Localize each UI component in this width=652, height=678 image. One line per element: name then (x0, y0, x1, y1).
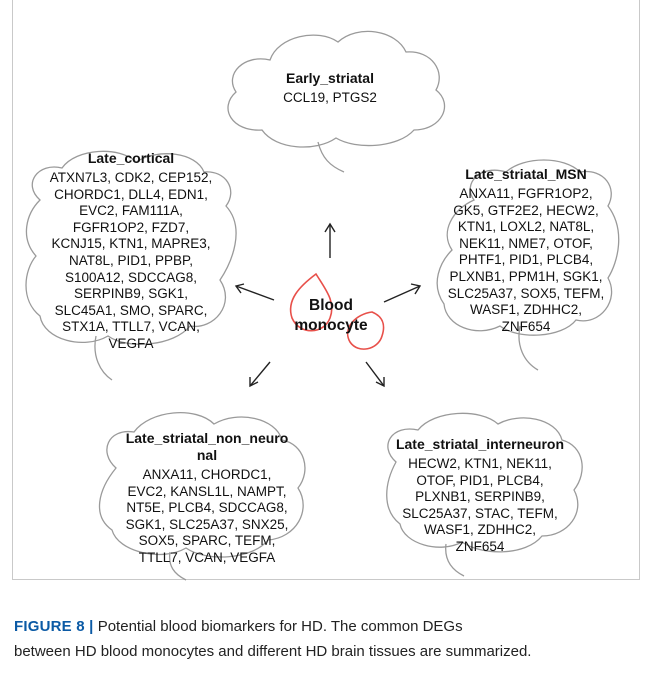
group-title: Late_striatal_non_neuro nal (100, 430, 314, 464)
gene-line: EVC2, KANSL1L, NAMPT, (127, 483, 287, 499)
figure-caption: FIGURE 8 | Potential blood biomarkers fo… (14, 614, 642, 664)
caption-line: between HD blood monocytes and different… (14, 643, 532, 660)
center-label-line: Blood (309, 297, 353, 314)
gene-line: TTLL7, VCAN, VEGFA (138, 549, 276, 565)
gene-line: WASF1, ZDHHC2, (423, 522, 536, 538)
gene-line: NAT8L, PID1, PPBP, (68, 252, 194, 268)
group-late-cortical: Late_cortical ATXN7L3, CDK2, CEP152, CHO… (20, 150, 242, 353)
arrow-down-left (249, 361, 271, 387)
group-late-striatal-msn: Late_striatal_MSN ANXA11, FGFR1OP2, GK5,… (428, 166, 624, 335)
brain-outline-late-cortical (25, 150, 237, 381)
group-title: Early_striatal (286, 70, 374, 86)
brain-outline-late-striatal-interneuron (386, 412, 583, 577)
gene-line: CHORDC1, DLL4, EDN1, (54, 186, 208, 202)
gene-line: ATXN7L3, CDK2, CEP152, (49, 170, 213, 185)
gene-line: OTOF, PID1, PLCB4, (416, 472, 544, 488)
group-title-line: Late_striatal_non_neuro (125, 430, 289, 446)
gene-line: NT5E, PLCB4, SDCCAG8, (126, 500, 288, 516)
gene-line: SGK1, SLC25A37, SNX25, (125, 516, 289, 532)
gene-line: KTN1, LOXL2, NAT8L, (457, 219, 595, 235)
caption-line: FIGURE 8 | Potential blood biomarkers fo… (14, 614, 642, 639)
brain-outline-late-striatal-msn (436, 159, 620, 371)
gene-line: SLC45A1, SMO, SPARC, (54, 302, 208, 318)
arrow-down-right (365, 361, 385, 387)
blood-cell-left-shape (289, 272, 333, 332)
group-late-striatal-interneuron: Late_striatal_interneuron HECW2, KTN1, N… (368, 436, 592, 556)
gene-line: SLC25A37, SOX5, TEFM, (447, 285, 605, 301)
gene-line: SLC25A37, STAC, TEFM, (402, 505, 558, 521)
gene-line: VEGFA (108, 335, 154, 351)
caption-text: Potential blood biomarkers for HD. The c… (93, 618, 463, 635)
group-early-striatal: Early_striatal CCL19, PTGS2 (240, 70, 420, 107)
gene-list: ANXA11, FGFR1OP2, GK5, GTF2E2, HECW2, KT… (428, 186, 624, 335)
brain-outline-late-striatal-non-neuronal (98, 412, 306, 581)
gene-line: NEK11, NME7, OTOF, (459, 235, 593, 251)
gene-line: PLXNB1, PPM1H, SGK1, (449, 268, 603, 284)
gene-line: PLXNB1, SERPINB9, (415, 489, 545, 505)
gene-line: SOX5, SPARC, TEFM, (138, 533, 276, 549)
gene-line: WASF1, ZDHHC2, (469, 302, 582, 318)
gene-line: SERPINB9, SGK1, (73, 286, 189, 302)
gene-line: KCNJ15, KTN1, MAPRE3, (51, 236, 211, 252)
brain-outline-early-striatal (227, 30, 446, 173)
gene-line: ANXA11, CHORDC1, (142, 467, 272, 482)
figure-label: FIGURE 8 | (14, 618, 94, 635)
gene-list: CCL19, PTGS2 (240, 90, 420, 107)
blood-monocyte-label: Blood monocyte (276, 296, 386, 336)
group-late-striatal-non-neuronal: Late_striatal_non_neuro nal ANXA11, CHOR… (100, 430, 314, 567)
gene-line: GK5, GTF2E2, HECW2, (453, 202, 599, 218)
arrow-left (235, 285, 275, 301)
gene-line: HECW2, KTN1, NEK11, (408, 456, 552, 471)
gene-line: ZNF654 (455, 538, 505, 554)
blood-cell-right-shape (347, 311, 385, 350)
gene-line: CCL19, PTGS2 (283, 90, 377, 105)
gene-line: S100A12, SDCCAG8, (64, 269, 198, 285)
figure-artwork (25, 30, 620, 581)
gene-list: ATXN7L3, CDK2, CEP152, CHORDC1, DLL4, ED… (20, 170, 242, 353)
gene-list: ANXA11, CHORDC1, EVC2, KANSL1L, NAMPT, N… (100, 467, 314, 567)
group-title: Late_cortical (87, 150, 175, 166)
gene-line: PHTF1, PID1, PLCB4, (458, 252, 594, 268)
group-title-line: nal (196, 447, 218, 463)
gene-line: FGFR1OP2, FZD7, (72, 219, 190, 235)
group-title: Late_striatal_interneuron (395, 436, 565, 452)
gene-list: HECW2, KTN1, NEK11, OTOF, PID1, PLCB4, P… (368, 456, 592, 556)
gene-line: ZNF654 (501, 318, 551, 334)
figure-frame (12, 0, 640, 580)
gene-line: ANXA11, FGFR1OP2, (459, 186, 593, 201)
gene-line: EVC2, FAM111A, (79, 203, 183, 219)
group-title: Late_striatal_MSN (465, 166, 587, 182)
gene-line: STX1A, TTLL7, VCAN, (62, 319, 200, 335)
center-label-line: monocyte (294, 317, 368, 334)
arrow-right (383, 285, 421, 303)
